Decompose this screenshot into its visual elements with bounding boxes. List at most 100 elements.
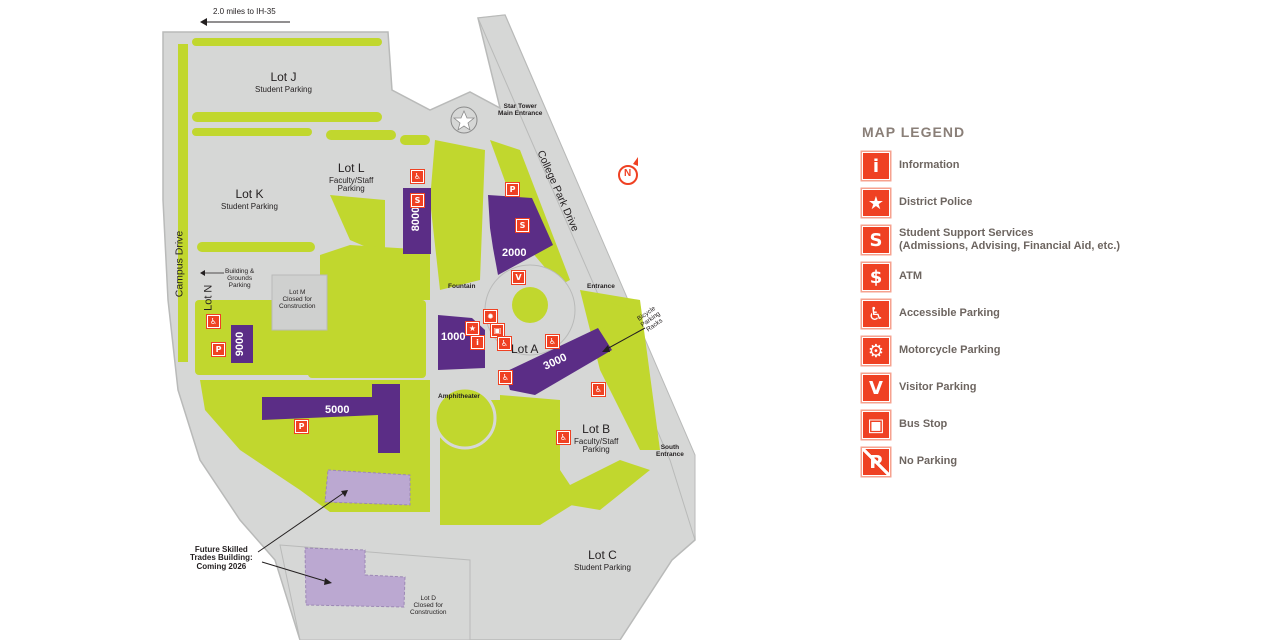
building-5000-label: 5000 (325, 404, 350, 416)
lot-b-name: Lot B (582, 422, 611, 436)
lot-d-sub1: Closed for (413, 601, 444, 609)
lot-m-name: Lot M (289, 289, 306, 296)
legend-item-information: i Information (862, 152, 1262, 180)
building-9000-shape (231, 325, 253, 363)
lot-a-label: Lot A (511, 342, 539, 356)
lot-j-name: Lot J (270, 70, 297, 84)
lot-n-label: Lot N (202, 284, 215, 311)
ih35-direction: 2.0 miles to IH-35 (213, 7, 276, 16)
map-legend: MAP LEGEND i Information ★ District Poli… (862, 124, 1262, 485)
lot-k-sub: Student Parking (221, 201, 278, 211)
star-tower-line1: Star Tower (503, 103, 537, 110)
legend-item-no-parking: P No Parking (862, 448, 1262, 476)
compass-letter: N (624, 168, 632, 179)
legend-label: Bus Stop (899, 418, 948, 431)
accessible-parking-icon: ♿ (498, 337, 511, 350)
legend-item-district-police: ★ District Police (862, 189, 1262, 217)
star-tower-label: Star Tower Main Entrance (498, 103, 543, 118)
visitor-parking-icon: V (512, 271, 525, 284)
legend-label: Visitor Parking (899, 381, 977, 394)
legend-label: Motorcycle Parking (899, 344, 1001, 357)
no-parking-icon: P (506, 183, 519, 196)
student-services-icon: S (862, 226, 890, 254)
legend-label-line2: (Admissions, Advising, Financial Aid, et… (899, 240, 1121, 252)
accessible-parking-icon: ♿ (546, 335, 559, 348)
south-entrance-label: South Entrance (656, 444, 684, 459)
lot-k-name: Lot K (235, 187, 264, 201)
legend-item-motorcycle-parking: ⚙ Motorcycle Parking (862, 337, 1262, 365)
lot-l-sub2: Parking (337, 184, 365, 194)
bicycle-pointer (604, 327, 646, 351)
police-badge-icon: ★ (862, 189, 890, 217)
accessible-parking-icon: ♿ (862, 300, 890, 328)
future-pointer-a (257, 491, 346, 553)
lot-b-sub2: Parking (582, 445, 610, 455)
future-pointer-b (261, 561, 329, 583)
atm-icon: $ (862, 263, 890, 291)
no-parking-icon: P (862, 448, 890, 476)
legend-label: Student Support Services (Admissions, Ad… (899, 227, 1120, 253)
future-line2: Trades Building: (190, 553, 253, 563)
legend-label: No Parking (899, 455, 958, 468)
lot-b-label: Lot B Faculty/Staff Parking (574, 421, 618, 455)
lot-l-sub1: Faculty/Staff (329, 175, 374, 185)
lot-l-name: Lot L (337, 161, 365, 175)
lot-j-label: Lot J Student Parking (255, 69, 312, 94)
lot-d-sub2: Construction (410, 608, 447, 616)
student-services-icon: S (411, 194, 424, 207)
future-building-b (304, 547, 406, 608)
accessible-parking-icon: ♿ (207, 315, 220, 328)
star-tower-line2: Main Entrance (498, 109, 543, 117)
grounds-parking-label: Building & Grounds Parking (225, 268, 255, 289)
student-services-icon: S (516, 219, 529, 232)
grounds-line1: Building & (225, 268, 255, 275)
building-8000-label: 8000 (410, 206, 423, 232)
future-line3: Coming 2026 (196, 561, 247, 571)
building-5000-shape (262, 384, 400, 453)
police-badge-icon: ★ (466, 322, 479, 335)
lot-j-sub: Student Parking (255, 84, 312, 94)
motorcycle-parking-icon: ✹ (484, 310, 497, 323)
lot-d-name: Lot D (420, 595, 437, 602)
grounds-line3: Parking (228, 281, 251, 289)
bus-stop-icon: ▣ (491, 324, 504, 337)
future-line1: Future Skilled (194, 545, 248, 554)
amphitheater-label: Amphitheater (438, 393, 480, 400)
compass-pointer (633, 157, 638, 166)
lot-m-sub1: Closed for (282, 295, 313, 303)
legend-label: District Police (899, 196, 973, 209)
ih35-arrow-head (200, 18, 207, 26)
legend-item-student-services: S Student Support Services (Admissions, … (862, 226, 1262, 254)
building-1000-label: 1000 (441, 331, 466, 343)
future-building-a (324, 469, 411, 506)
legend-label-line1: Student Support Services (899, 226, 1034, 239)
legend-title: MAP LEGEND (862, 124, 966, 140)
bus-stop-icon: ▣ (862, 411, 890, 439)
entrance-label: Entrance (587, 283, 615, 290)
motorcycle-parking-icon: ⚙ (862, 337, 890, 365)
fountain-label: Fountain (448, 283, 476, 290)
accessible-parking-icon: ♿ (557, 431, 570, 444)
lot-m-area (271, 274, 328, 331)
legend-item-atm: $ ATM (862, 263, 1262, 291)
legend-item-accessible-parking: ♿ Accessible Parking (862, 300, 1262, 328)
no-parking-icon: P (212, 343, 225, 356)
building-2000-label: 2000 (502, 247, 527, 259)
accessible-parking-icon: ♿ (592, 383, 605, 396)
lot-m-label: Lot M Closed for Construction (279, 289, 316, 310)
legend-label: ATM (899, 270, 923, 283)
lot-c-label: Lot C Student Parking (574, 547, 631, 572)
star-tower-icon (452, 109, 476, 131)
accessible-parking-icon: ♿ (499, 371, 512, 384)
lot-c-name: Lot C (588, 548, 617, 562)
south-entrance-line1: South (660, 444, 680, 451)
building-3000-shape (505, 328, 612, 395)
legend-item-bus-stop: ▣ Bus Stop (862, 411, 1262, 439)
lot-m-sub2: Construction (279, 302, 316, 310)
legend-item-visitor-parking: V Visitor Parking (862, 374, 1262, 402)
info-icon: i (471, 336, 484, 349)
grounds-line2: Grounds (227, 274, 253, 282)
building-2000-shape (488, 195, 553, 275)
accessible-parking-icon: ♿ (411, 170, 424, 183)
